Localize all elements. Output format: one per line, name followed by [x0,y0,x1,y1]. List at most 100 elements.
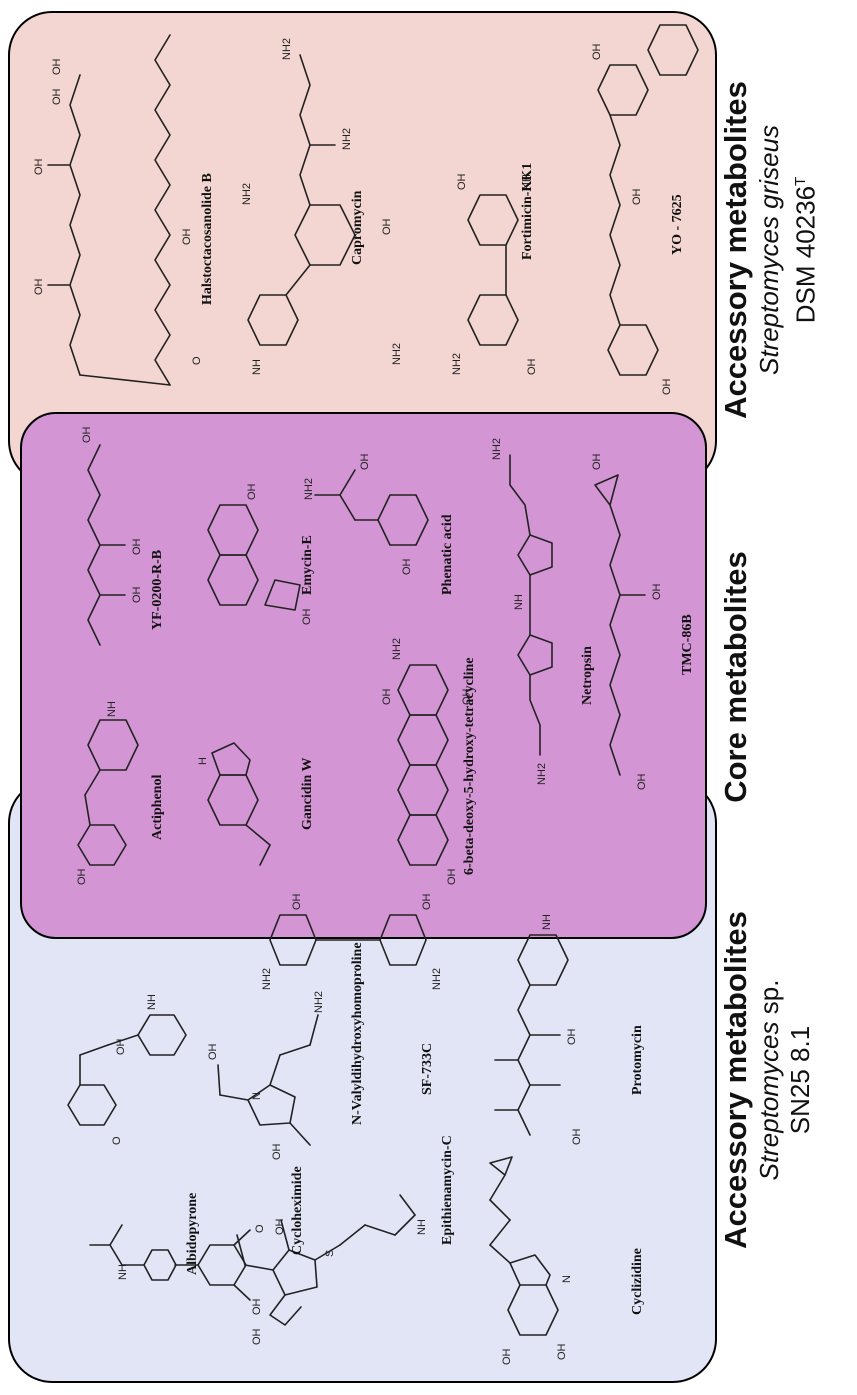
left-organism: Streptomyces sp. [754,979,784,1181]
svg-text:NH2: NH2 [451,353,463,375]
compound-cyclizidine: Cyclizidine [630,1248,645,1315]
svg-text:OH: OH [381,688,393,705]
svg-text:OH: OH [636,773,648,790]
compound-epithienamycin-c: Epithienamycin-C [440,1135,455,1245]
svg-text:NH2: NH2 [313,991,325,1013]
compound-yo-7625: YO - 7625 [670,194,685,255]
compound-cycloheximide: Cycloheximide [290,1166,305,1255]
structure-fortimicin-kk1: NH2 OH OH NH [451,173,538,375]
structure-albidopyrone: NH OH O [89,1224,266,1315]
svg-text:OH: OH [591,43,603,60]
structure-yf-0200-r-b: OH OH OH [81,426,143,646]
svg-text:OH: OH [207,1043,219,1060]
structure-gancidin-w: H [197,742,271,866]
svg-text:O: O [191,356,203,365]
svg-text:NH2: NH2 [491,438,503,460]
svg-text:NH2: NH2 [431,968,443,990]
svg-text:NH: NH [106,701,118,717]
structure-sf-733c: NH2 OH NH2 OH [261,893,443,990]
svg-text:NH2: NH2 [391,343,403,365]
compound-gancidin-w: Gancidin W [300,757,315,831]
svg-text:OH: OH [401,558,413,575]
right-organism: Streptomyces griseus [754,125,784,375]
svg-text:NH2: NH2 [391,638,403,660]
compound-sf-733c: SF-733C [420,1042,435,1095]
right-strain: DSM 40236T [790,176,821,324]
compound-halstoctacosanolide-b: Halstoctacosanolide B [200,173,215,305]
svg-text:OH: OH [274,1218,286,1235]
svg-text:OH: OH [251,1298,263,1315]
svg-text:NH: NH [146,994,158,1010]
compound-protomycin: Protomycin [630,1025,645,1095]
svg-text:N: N [561,1275,573,1283]
compound-fortimicin-kk1: Fortimicin-KK1 [520,162,535,260]
structure-protomycin: OH OH NH [494,914,583,1145]
svg-text:NH2: NH2 [341,128,353,150]
svg-text:OH: OH [33,158,45,175]
svg-text:OH: OH [591,453,603,470]
svg-text:NH2: NH2 [281,38,293,60]
svg-text:NH: NH [513,594,525,610]
svg-text:NH: NH [117,1264,129,1280]
svg-text:OH: OH [301,608,313,625]
svg-text:O: O [254,1224,266,1233]
svg-text:OH: OH [456,173,468,190]
svg-text:OH: OH [566,1028,578,1045]
structure-emycin-e: OH OH [207,483,313,625]
svg-text:OH: OH [381,218,393,235]
compound-actiphenol: Actiphenol [150,774,165,840]
svg-text:OH: OH [661,378,673,395]
svg-text:OH: OH [115,1038,127,1055]
group-title-right: Accessory metabolites Streptomyces grise… [718,0,822,500]
compound-tmc-86b: TMC-86B [680,614,695,675]
group-title-middle: Core metabolites [718,427,754,927]
middle-title: Core metabolites [718,551,753,803]
svg-text:OH: OH [251,1328,263,1345]
svg-text:NH2: NH2 [261,968,273,990]
svg-text:OH: OH [651,583,663,600]
svg-text:NH: NH [251,359,263,375]
svg-text:OH: OH [526,358,538,375]
svg-text:OH: OH [461,688,473,705]
svg-text:NH: NH [416,1219,428,1235]
svg-text:OH: OH [421,893,433,910]
svg-text:OH: OH [291,893,303,910]
svg-text:OH: OH [271,1143,283,1160]
structure-yo-7625: OH OH OH [591,24,699,395]
compound-albidopyrone: Albidopyrone [185,1192,200,1275]
structure-cyclizidine: OH OH N [489,1156,573,1365]
structure-netropsin: NH2 NH2 NH [491,438,553,785]
svg-text:NH: NH [541,914,553,930]
structure-epithienamycin-c: OH OH S NH [236,1194,428,1345]
svg-text:OH: OH [571,1128,583,1145]
svg-text:OH: OH [556,1343,568,1360]
svg-text:OH: OH [51,58,63,75]
compound-phenatic-acid: Phenatic acid [440,514,455,596]
structure-capromycin: NH NH2 NH2 NH2 NH2 OH [241,38,403,375]
svg-text:NH: NH [521,174,533,190]
structure-phenatic-acid: OH NH2 OH [303,453,429,575]
svg-text:O: O [111,1136,123,1145]
structure-n-valyldihydroxyhomoproline: OH OH NH2 N [207,991,325,1160]
svg-text:OH: OH [51,88,63,105]
svg-text:OH: OH [359,453,371,470]
compound-capromycin: Capromycin [350,190,365,265]
structure-actiphenol: OH NH [76,701,139,885]
svg-text:OH: OH [631,188,643,205]
structure-halstoctacosanolide-b: OH OH OH OH OH O [33,34,203,386]
structure-cycloheximide: O OH NH [67,994,187,1145]
svg-text:OH: OH [501,1348,513,1365]
svg-text:OH: OH [33,278,45,295]
svg-text:NH2: NH2 [241,183,253,205]
svg-text:OH: OH [446,868,458,885]
svg-text:S: S [324,1250,336,1257]
svg-text:NH2: NH2 [303,478,315,500]
compound-yf-0200-r-b: YF-0200-R-B [150,549,165,630]
svg-text:OH: OH [181,228,193,245]
compound-emycin-e: Emycin-E [300,535,315,595]
svg-text:OH: OH [81,426,93,443]
svg-text:N: N [251,1092,263,1100]
left-strain: SN25 8.1 [785,1025,815,1135]
svg-text:OH: OH [246,483,258,500]
